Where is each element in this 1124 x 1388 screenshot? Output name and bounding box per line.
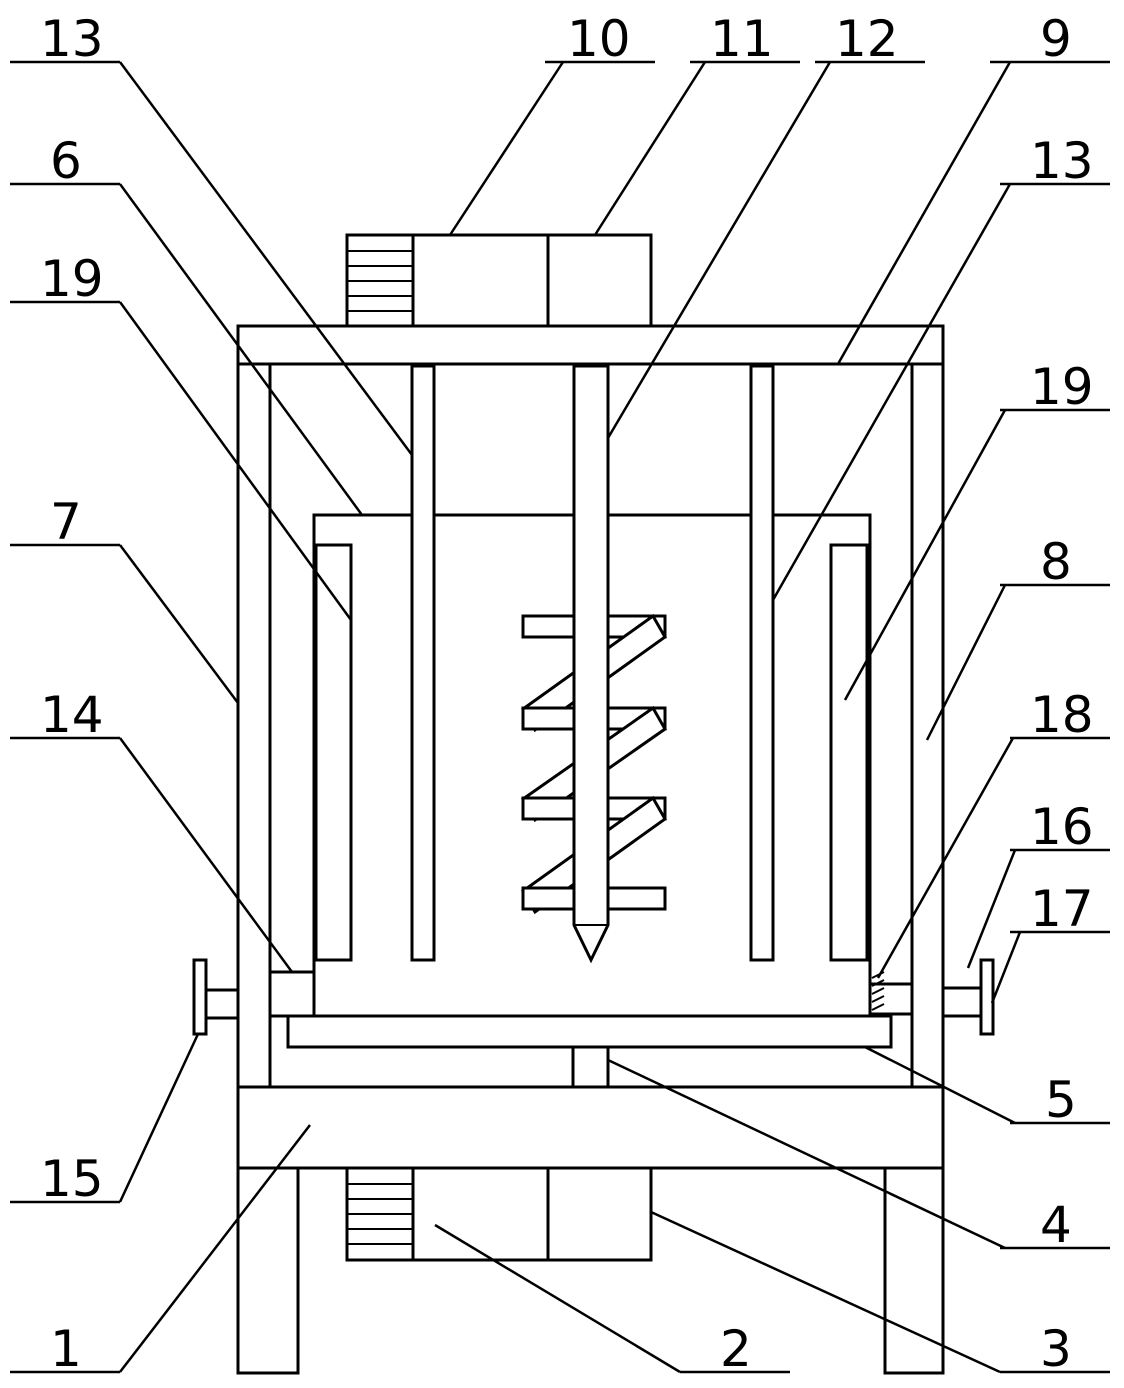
frame [236, 324, 945, 1375]
label-13-right: 13 [1030, 132, 1094, 190]
left-rod [410, 364, 436, 962]
label-2: 2 [720, 1320, 752, 1378]
label-17: 17 [1030, 880, 1094, 938]
reference-numerals: 13 10 11 12 9 6 13 19 19 7 8 14 18 16 17… [40, 10, 1094, 1378]
bottom-motor [345, 1166, 653, 1262]
label-18: 18 [1030, 686, 1094, 744]
label-8: 8 [1040, 533, 1072, 591]
label-4: 4 [1040, 1196, 1072, 1254]
right-bolt [868, 958, 995, 1036]
label-1: 1 [50, 1320, 82, 1378]
label-3: 3 [1040, 1320, 1072, 1378]
label-7: 7 [50, 493, 82, 551]
leader-lines [10, 60, 1110, 1374]
label-16: 16 [1030, 798, 1094, 856]
top-motor [345, 233, 653, 328]
label-5: 5 [1045, 1071, 1077, 1129]
label-12: 12 [835, 10, 899, 68]
label-10: 10 [567, 10, 631, 68]
label-6: 6 [50, 132, 82, 190]
auger [521, 364, 667, 964]
label-13-top: 13 [40, 10, 104, 68]
right-rod [749, 364, 775, 962]
label-19-left: 19 [40, 250, 104, 308]
label-14: 14 [40, 686, 104, 744]
right-side-plate [829, 543, 869, 962]
label-19-right: 19 [1030, 358, 1094, 416]
label-15: 15 [40, 1150, 104, 1208]
left-side-plate [314, 543, 353, 962]
label-9: 9 [1040, 10, 1072, 68]
tray [286, 1014, 893, 1049]
label-11: 11 [710, 10, 774, 68]
lower-shaft [571, 1045, 610, 1089]
